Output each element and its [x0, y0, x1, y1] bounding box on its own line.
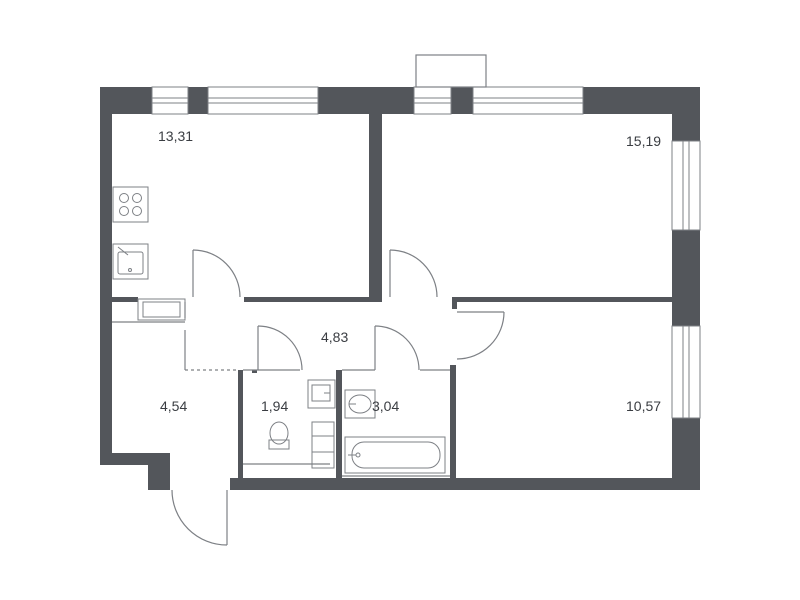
wall-top-4	[451, 87, 473, 114]
bath-washbasin-icon	[344, 389, 376, 419]
room-area-bedroom-large: 15,19	[626, 133, 661, 149]
wall-bath-bedroom	[450, 365, 456, 480]
stove-icon	[112, 186, 149, 223]
balcony-box	[415, 54, 487, 88]
wall-top-3	[318, 87, 414, 114]
wall-left	[100, 87, 112, 463]
room-area-hallway: 4,83	[321, 329, 348, 345]
room-area-kitchen: 13,31	[158, 128, 193, 144]
wall-right-1	[672, 87, 700, 141]
wall-left-bottom	[100, 453, 160, 465]
room-area-entrance: 4,54	[160, 398, 187, 414]
washbasin-icon	[307, 379, 336, 409]
wall-bedroom-stub	[452, 297, 457, 309]
wall-hall-bottom	[252, 370, 257, 373]
windows	[151, 86, 701, 419]
wall-top-2	[188, 87, 208, 114]
wall-bottom	[230, 478, 700, 490]
room-labels: 13,31 15,19 4,83 4,54 1,94 3,04 10,57	[158, 128, 661, 414]
wall-right-2	[672, 230, 700, 326]
window-right-1	[671, 140, 701, 231]
wall-entrance-toilet	[238, 370, 243, 480]
toilet-icon	[268, 421, 290, 450]
fixtures	[112, 186, 446, 474]
kitchen-sink-icon	[112, 243, 149, 280]
window-bedroom-1	[413, 86, 452, 115]
window-kitchen-2	[207, 86, 319, 115]
wall-kitchen-bottom-left	[112, 297, 138, 302]
wall-bedroom-bottom	[452, 297, 672, 302]
window-bedroom-2	[472, 86, 584, 115]
wall-entry-notch	[148, 453, 170, 490]
wall-toilet-bath	[336, 370, 342, 480]
room-area-bathroom: 3,04	[372, 398, 399, 414]
washing-machine-icon	[137, 298, 186, 321]
bathtub-icon	[344, 436, 446, 474]
window-kitchen-1	[151, 86, 189, 115]
room-area-bedroom-small: 10,57	[626, 398, 661, 414]
wall-kitchen-bottom-right	[244, 297, 382, 302]
doors	[171, 249, 505, 546]
outer-walls	[100, 87, 700, 490]
interior-walls	[112, 114, 672, 480]
room-area-toilet: 1,94	[261, 398, 288, 414]
thin-walls	[112, 302, 450, 477]
toilet-storage	[311, 421, 335, 469]
wall-kitchen-bedroom	[369, 114, 382, 301]
window-right-2	[671, 325, 701, 419]
